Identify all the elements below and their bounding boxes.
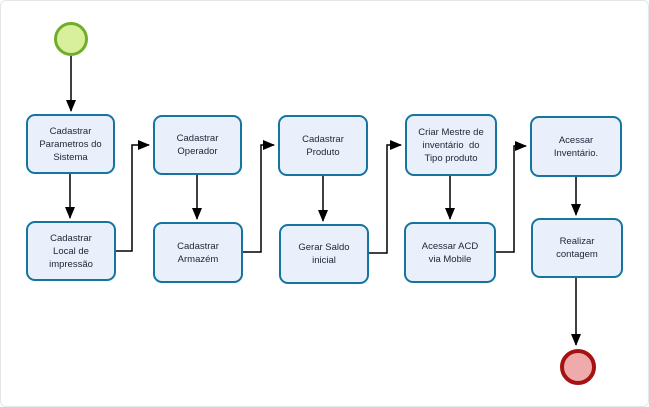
task-acessar-inventario[interactable]: Acessar Inventário. [530,116,622,177]
task-label: Cadastrar Parametros do Sistema [39,125,102,163]
task-label: Acessar ACD via Mobile [421,240,479,265]
task-label: Acessar Inventário. [553,134,599,159]
start-event[interactable] [54,22,88,56]
end-event[interactable] [560,349,596,385]
task-cadastrar-parametros-sistema[interactable]: Cadastrar Parametros do Sistema [26,114,115,174]
task-cadastrar-local-impressao[interactable]: Cadastrar Local de impressão [26,221,116,281]
task-cadastrar-armazem[interactable]: Cadastrar Armazém [153,222,243,283]
task-gerar-saldo-inicial[interactable]: Gerar Saldo inicial [279,224,369,284]
task-label: Realizar contagem [556,236,598,260]
task-cadastrar-operador[interactable]: Cadastrar Operador [153,115,242,175]
task-cadastrar-produto[interactable]: Cadastrar Produto [278,115,368,176]
task-label: Cadastrar Local de impressão [49,232,93,270]
connector-gerar-saldo-to-criar-mestre [369,140,402,254]
connector-armazem-to-produto [243,140,275,253]
task-realizar-contagem[interactable]: Realizar contagem [531,218,623,278]
connector-acd-to-inventario [496,141,527,253]
task-label: Cadastrar Produto [302,133,344,158]
task-acessar-acd-mobile[interactable]: Acessar ACD via Mobile [404,222,496,283]
task-criar-mestre-inventario[interactable]: Criar Mestre de inventário do Tipo produ… [405,114,497,176]
task-label: Cadastrar Armazém [177,240,219,265]
task-label: Criar Mestre de inventário do Tipo produ… [418,126,484,164]
connector-local-to-operador [116,140,150,252]
task-label: Cadastrar Operador [176,133,219,157]
task-label: Gerar Saldo inicial [298,242,350,266]
